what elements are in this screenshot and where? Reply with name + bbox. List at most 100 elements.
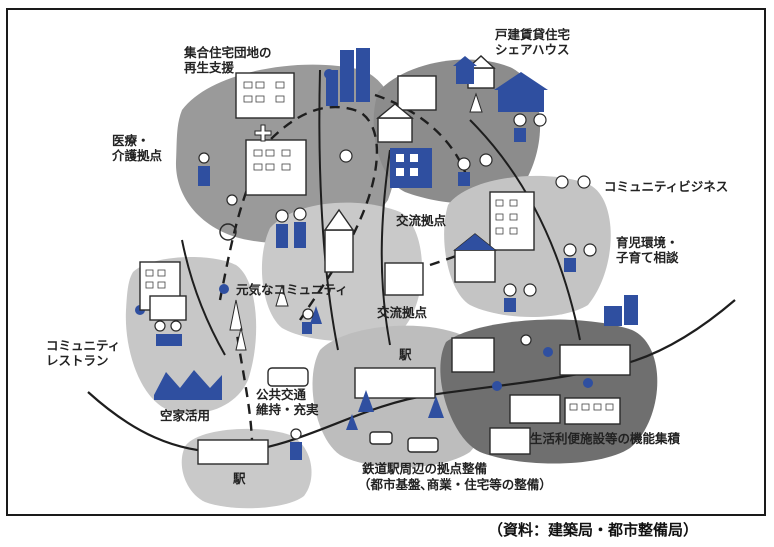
person-body — [198, 166, 210, 186]
tree-icon — [469, 92, 483, 113]
label-detached-line1: 戸建賃貸住宅 — [495, 27, 571, 42]
person-figure — [290, 428, 302, 440]
tree-icon — [358, 390, 374, 412]
source-credit: （資料：建築局・都市整備局） — [488, 521, 699, 539]
roof — [323, 208, 355, 231]
label-exchange-hub-upper: 交流拠点 — [396, 213, 447, 228]
label-detached-line2: シェアハウス — [495, 42, 570, 57]
person-figure — [302, 308, 314, 320]
node-dot — [219, 284, 229, 294]
person-figure — [555, 175, 569, 189]
tree-icon — [346, 414, 358, 430]
tree-icon — [428, 396, 444, 418]
house-building — [397, 75, 437, 111]
label-medical-line2: 介護拠点 — [112, 148, 163, 163]
person-figure — [533, 113, 547, 127]
facility-building — [564, 397, 621, 425]
road-line-left — [181, 239, 226, 356]
person-figure — [226, 194, 238, 206]
hospital-cross-icon — [254, 124, 272, 142]
label-childcare-line2: 子育て相談 — [616, 250, 679, 265]
person-body — [276, 224, 288, 248]
label-public-transport-line2: 維持・充実 — [256, 402, 319, 417]
person-figure — [293, 207, 307, 221]
apartment-building — [235, 72, 295, 119]
node-dot — [543, 347, 553, 357]
tree-icon — [275, 284, 289, 307]
label-vacant-house: 空家活用 — [160, 408, 211, 423]
facility-building — [559, 344, 631, 376]
station-building — [354, 367, 436, 399]
roof — [376, 103, 414, 119]
person-figure — [275, 209, 289, 223]
label-public-transport-line1: 公共交通 — [256, 387, 307, 402]
label-exchange-hub-lower: 交流拠点 — [377, 305, 428, 320]
blue-building — [604, 306, 622, 326]
person-body — [458, 172, 470, 186]
label-facility-concentration: 生活利便施設等の機能集積 — [530, 431, 681, 446]
road-line-right — [469, 119, 581, 341]
road-line-mid — [380, 149, 391, 346]
blue-tower — [340, 50, 354, 102]
label-apartment-regen-line2: 再生支援 — [184, 60, 235, 75]
person-body — [514, 128, 526, 142]
person-body — [294, 222, 306, 248]
node-dot — [583, 378, 593, 388]
node-dot — [492, 381, 502, 391]
label-station-hub-line2: （都市基盤､商業・住宅等の整備） — [358, 477, 552, 492]
label-childcare-line1: 育児環境・ — [616, 235, 679, 250]
label-station-north: 駅 — [399, 347, 412, 362]
facility-building — [451, 337, 495, 373]
person-figure — [563, 243, 577, 257]
person-body — [302, 322, 312, 334]
blue-tower — [326, 70, 338, 106]
person-figure — [513, 113, 527, 127]
blue-tower — [624, 295, 638, 325]
person-figure — [503, 283, 517, 297]
vacant-house-blue — [154, 370, 222, 400]
house-building — [377, 117, 413, 143]
person-figure — [154, 320, 166, 332]
shop-building — [489, 427, 531, 455]
bus-vehicle — [267, 367, 309, 387]
label-community-restaurant-line2: レストラン — [46, 353, 109, 368]
tree-icon — [229, 299, 243, 331]
figure-border — [6, 8, 766, 516]
person-body — [156, 334, 182, 346]
label-community-restaurant-line1: コミュニティ — [46, 338, 121, 353]
person-figure — [457, 157, 471, 171]
person-figure — [479, 153, 493, 167]
blue-house — [498, 90, 544, 112]
facility-building — [509, 394, 561, 424]
label-apartment-regen-line1: 集合住宅団地の — [184, 45, 272, 60]
person-body — [504, 298, 516, 312]
house-building — [149, 295, 187, 321]
house-building — [324, 229, 354, 273]
person-figure — [583, 243, 597, 257]
person-figure — [520, 334, 532, 346]
road-line-center — [318, 69, 339, 351]
person-body — [564, 258, 576, 272]
blue-roof — [494, 72, 548, 90]
person-figure — [339, 149, 353, 163]
label-medical-line1: 医療・ — [112, 133, 150, 148]
blue-tower — [356, 48, 370, 102]
blue-roof — [453, 56, 477, 66]
house-building — [454, 249, 496, 283]
label-station-hub-line1: 鉄道駅周辺の拠点整備 — [362, 461, 488, 476]
car-vehicle — [369, 431, 393, 445]
person-figure — [577, 175, 591, 189]
label-lively-community: 元気なコミュニティ — [236, 282, 348, 297]
label-community-business: コミュニティビジネス — [604, 179, 729, 194]
label-station-south: 駅 — [233, 471, 246, 486]
person-figure — [170, 320, 182, 332]
tree-icon — [235, 327, 247, 351]
blue-roof — [455, 234, 495, 250]
tree-icon — [310, 306, 322, 324]
person-body — [290, 442, 302, 460]
blue-house — [456, 66, 474, 84]
station-building — [197, 439, 269, 465]
dashed-lower — [233, 319, 254, 441]
house-building — [384, 262, 424, 296]
